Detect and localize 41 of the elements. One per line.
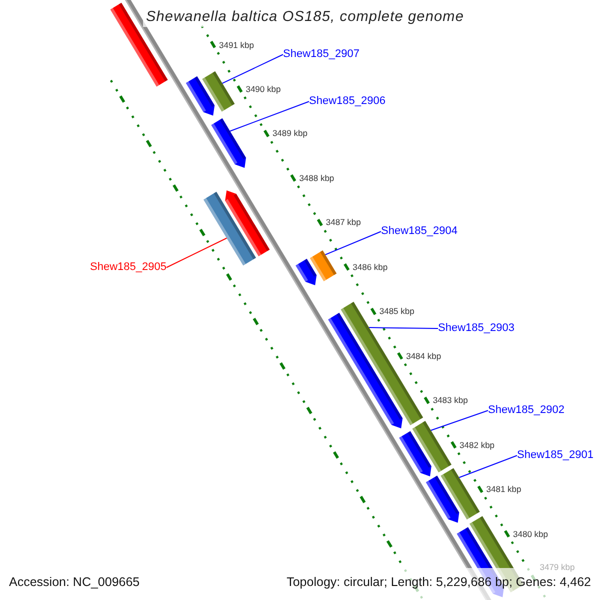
gene-label: Shew185_2906 <box>309 96 386 107</box>
gene-label: Shew185_2902 <box>488 405 564 416</box>
scale-label: 3491 kbp <box>219 40 254 50</box>
leader-line <box>324 231 382 256</box>
gene-segment <box>399 431 432 476</box>
scale-label: 3487 kbp <box>326 218 361 227</box>
gene-block <box>340 302 424 426</box>
gene-label: Shew185_2903 <box>438 323 514 334</box>
scale-label: 3482 kbp <box>460 440 495 450</box>
scale-label: 3490 kbp <box>246 85 281 94</box>
gene-segment <box>426 476 460 523</box>
gene-segment <box>186 76 215 116</box>
leader-line <box>458 455 518 478</box>
scale-label: 3479 kbp <box>540 563 575 572</box>
scale-label: 3484 kbp <box>406 352 442 360</box>
gene-block <box>412 420 452 472</box>
gene-label: Shew185_2907 <box>283 49 360 60</box>
leader-line <box>368 327 438 329</box>
leader-line <box>430 410 488 431</box>
gene-segment <box>328 312 403 428</box>
scale-label: 3489 kbp <box>272 129 308 138</box>
scale-label: 3481 kbp <box>486 485 522 494</box>
gene-label: Shew185_2905 <box>90 262 166 273</box>
gene-block <box>310 250 337 282</box>
leader-line <box>166 238 228 268</box>
scale-label: 3480 kbp <box>513 530 548 538</box>
gene-label: Shew185_2901 <box>517 450 594 461</box>
gene-block <box>204 192 256 266</box>
genome-info-text: Topology: circular; Length: 5,229,686 bp; Genes: 4,462 <box>286 576 591 588</box>
gene-segment <box>225 190 270 256</box>
gene-block <box>440 468 480 520</box>
gene-block <box>202 71 235 112</box>
scale-label: 3486 kbp <box>352 262 388 272</box>
scale-label: 3488 kbp <box>299 174 334 182</box>
accession-text: Accession: NC_009665 <box>9 576 140 588</box>
gene-segment <box>296 258 317 286</box>
scale-label: 3483 kbp <box>432 396 468 405</box>
gene-label: Shew185_2904 <box>381 226 458 237</box>
gene-segment <box>211 118 246 168</box>
scale-label: 3485 kbp <box>379 307 414 316</box>
leader-line <box>230 101 310 132</box>
